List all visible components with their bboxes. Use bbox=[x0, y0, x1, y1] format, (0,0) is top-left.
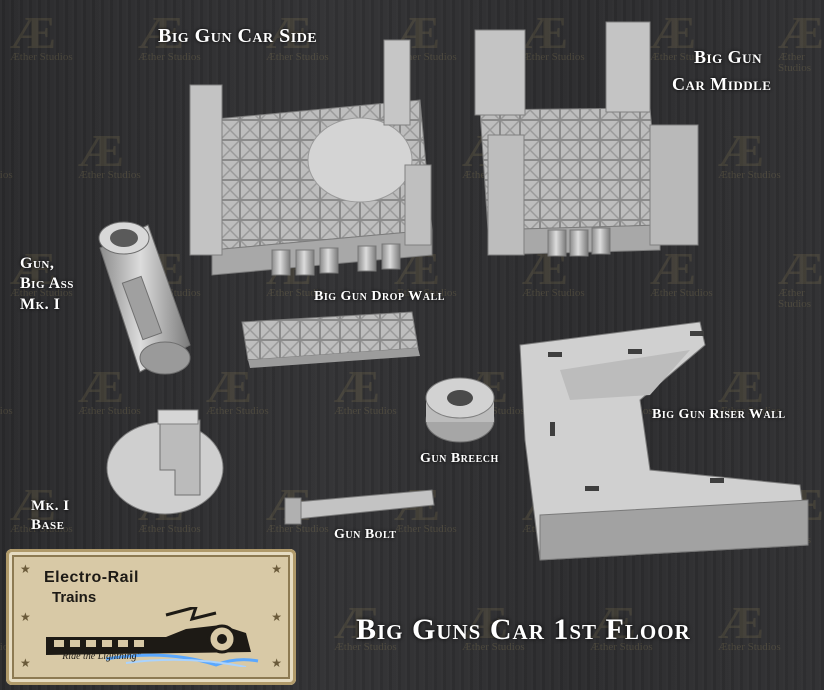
star-icon: ★ bbox=[20, 562, 31, 576]
part-car-side bbox=[189, 39, 433, 276]
label-car-side: Big Gun Car Side bbox=[158, 25, 318, 47]
part-gun bbox=[98, 221, 191, 375]
star-icon: ★ bbox=[20, 656, 31, 670]
label-base-line1: Mk. I bbox=[31, 498, 70, 514]
label-base-line2: Base bbox=[31, 517, 65, 533]
label-gun-line2: Big Ass bbox=[20, 275, 74, 292]
logo-line2: Trains bbox=[52, 589, 97, 606]
label-car-middle-line2: Car Middle bbox=[672, 74, 772, 94]
star-icon: ★ bbox=[271, 562, 282, 576]
part-drop-wall bbox=[241, 311, 420, 368]
label-gun-bolt: Gun Bolt bbox=[334, 527, 397, 542]
star-icon: ★ bbox=[20, 610, 31, 624]
label-riser-wall: Big Gun Riser Wall bbox=[652, 407, 786, 422]
star-icon: ★ bbox=[271, 656, 282, 670]
logo-tagline: "Ride the Lightning" bbox=[58, 651, 141, 662]
label-drop-wall: Big Gun Drop Wall bbox=[314, 289, 445, 304]
label-car-middle-line1: Big Gun bbox=[694, 47, 762, 67]
label-gun-line1: Gun, bbox=[20, 255, 55, 272]
part-car-middle bbox=[474, 21, 699, 257]
part-bolt bbox=[284, 489, 435, 525]
train-icon bbox=[46, 607, 259, 667]
part-breech bbox=[425, 377, 495, 443]
label-gun-breech: Gun Breech bbox=[420, 451, 499, 466]
page-title: Big Guns Car 1st Floor bbox=[356, 613, 691, 646]
electro-rail-logo: ★ ★ ★ ★ ★ ★ Electro-Rail Trains "Ride th… bbox=[6, 549, 296, 685]
star-icon: ★ bbox=[271, 610, 282, 624]
part-riser-wall bbox=[519, 321, 809, 561]
label-gun-line3: Mk. I bbox=[20, 296, 61, 313]
part-base bbox=[106, 409, 224, 515]
logo-line1: Electro-Rail bbox=[44, 569, 139, 586]
